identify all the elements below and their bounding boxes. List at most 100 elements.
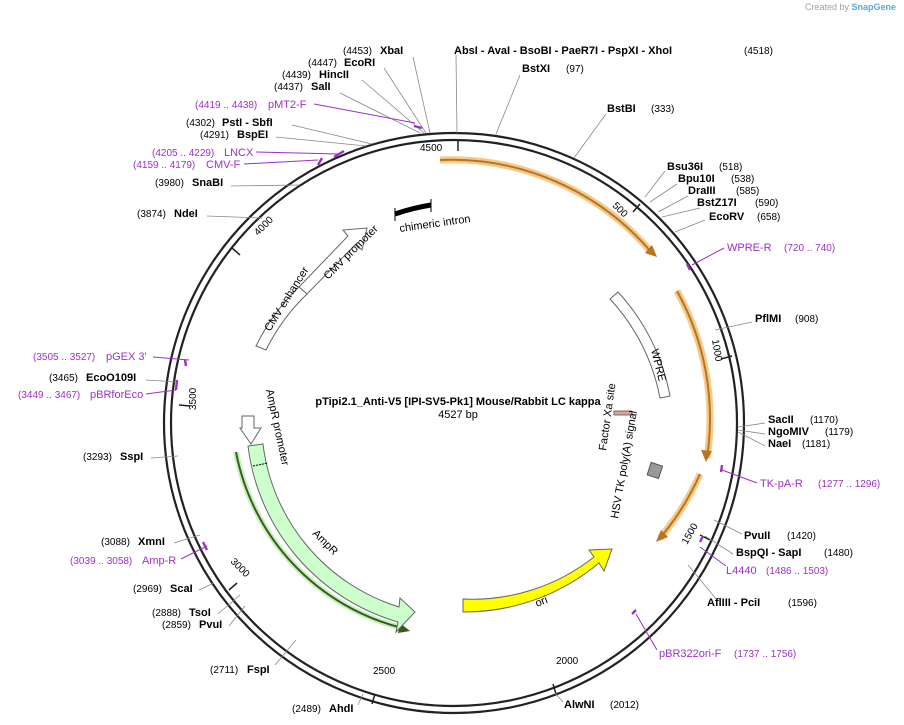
site-name-bstz17i: BstZ17I	[697, 197, 737, 209]
primer-name-pgex3: pGEX 3'	[106, 351, 147, 363]
primer-pos-l4440: (1486 .. 1503)	[766, 566, 828, 577]
backbone-inner	[169, 138, 739, 708]
site-pos-bspei: (4291)	[200, 130, 229, 141]
primer-name-pmt2-f: pMT2-F	[268, 99, 307, 111]
primer-leader-lines	[145, 103, 758, 651]
primer-pos-amp-r: (3039 .. 3058)	[70, 556, 132, 567]
site-name-bspei: BspEI	[237, 129, 268, 141]
primer-pos-pbrforeco: (3449 .. 3467)	[18, 390, 80, 401]
site-pos-draiii: (585)	[736, 186, 759, 197]
site-name-draiii: DraIII	[688, 185, 716, 197]
primer-name-lncx: LNCX	[224, 147, 254, 159]
site-pos-ecoo109i: (3465)	[49, 373, 78, 384]
site-name-bstbi: BstBI	[607, 103, 636, 115]
snapgene-logo: SnapGene	[851, 2, 896, 12]
site-pos-sali: (4437)	[274, 82, 303, 93]
site-pos-sspi: (3293)	[83, 452, 112, 463]
primer-name-l4440: L4440	[726, 565, 757, 577]
site-name-ndei: NdeI	[174, 208, 198, 220]
ampr-arrow	[247, 443, 416, 634]
site-name-bstxi: BstXI	[522, 63, 550, 75]
primer-pos-lncx: (4205 .. 4229)	[152, 148, 214, 159]
primer-pos-wpre-r: (720 .. 740)	[784, 243, 835, 254]
site-name-ahdi: AhdI	[329, 703, 353, 715]
site-name-xhoi-group: AbsI - AvaI - BsoBI - PaeR7I - PspXI - X…	[454, 45, 672, 57]
site-name-sacii: SacII	[768, 414, 794, 426]
site-pos-pvui: (2859)	[162, 620, 191, 631]
site-pos-ecori: (4447)	[308, 58, 337, 69]
site-pos-xbai: (4453)	[343, 46, 372, 57]
site-name-bsu36i: Bsu36I	[667, 161, 703, 173]
feature-label-factor-xa-site: Factor Xa site	[597, 383, 618, 452]
site-name-hincii: HincII	[319, 69, 349, 81]
site-name-pvuii: PvuII	[744, 530, 770, 542]
tick-1000: 1000	[709, 339, 724, 363]
cmv-promoter-arrow	[298, 227, 368, 295]
site-name-naei: NaeI	[768, 438, 791, 450]
primer-pos-pmt2-f: (4419 .. 4438)	[195, 100, 257, 111]
site-name-ecori: EcoRI	[344, 57, 375, 69]
cmv-enhancer-box	[255, 286, 308, 351]
snapgene-brand: Created by SnapGene	[805, 2, 896, 12]
primer-name-wpre-r: WPRE-R	[727, 242, 772, 254]
primer-pos-cmv-f: (4159 .. 4179)	[133, 160, 195, 171]
site-pos-ecorv: (658)	[757, 212, 780, 223]
primer-name-pbrforeco: pBRforEco	[90, 389, 143, 401]
chimeric-intron-bar	[394, 202, 432, 217]
primer-name-pbr322ori-f: pBR322ori-F	[659, 648, 722, 660]
site-pos-bstxi: (97)	[566, 64, 584, 75]
feature-label-chimeric-intron: chimeric intron	[399, 213, 472, 235]
site-pos-bstz17i: (590)	[755, 198, 778, 209]
site-name-tsoi: TsoI	[189, 607, 211, 619]
site-name-psti-sbfi: PstI - SbfI	[222, 117, 273, 129]
site-pos-scai: (2969)	[133, 584, 162, 595]
site-pos-fspi: (2711)	[210, 665, 238, 676]
site-pos-afliii-pcii: (1596)	[788, 598, 817, 609]
site-pos-sacii: (1170)	[810, 415, 838, 426]
created-by-text: Created by	[804, 2, 849, 12]
site-pos-tsoi: (2888)	[152, 608, 181, 619]
feature-label-cmv-enhancer: CMV enhancer	[262, 265, 311, 334]
tick-2000: 2000	[556, 656, 579, 667]
site-name-pflmi: PflMI	[755, 313, 781, 325]
ori-arrow	[462, 548, 613, 613]
orf-arc-1-head	[645, 245, 657, 257]
wpre-box	[609, 291, 671, 399]
site-pos-alwni: (2012)	[610, 700, 639, 711]
site-name-xmni: XmnI	[138, 536, 165, 548]
site-pos-pvuii: (1420)	[787, 531, 816, 542]
site-pos-bspqi-sapi: (1480)	[824, 548, 853, 559]
primer-marks	[174, 124, 724, 615]
site-name-sspi: SspI	[120, 451, 143, 463]
factor-xa-site-mark	[613, 410, 633, 416]
plasmid-name: pTipi2.1_Anti-V5 [IPI-SV5-Pk1] Mouse/Rab…	[315, 396, 601, 408]
site-name-bpu10i: Bpu10I	[678, 173, 715, 185]
site-name-bspqi-sapi: BspQI - SapI	[736, 547, 801, 559]
site-name-ecorv: EcoRV	[709, 211, 745, 223]
site-pos-naei: (1181)	[802, 439, 830, 450]
site-name-pvui: PvuI	[199, 619, 222, 631]
site-name-ngomiv: NgoMIV	[768, 426, 810, 438]
site-pos-bpu10i: (538)	[731, 174, 754, 185]
site-pos-bsu36i: (518)	[719, 162, 742, 173]
site-pos-hincii: (4439)	[282, 70, 311, 81]
primer-pos-tk-pa-r: (1277 .. 1296)	[818, 479, 880, 490]
site-name-fspi: FspI	[247, 664, 270, 676]
orf-arc-2	[676, 290, 711, 459]
site-pos-psti-sbfi: (4302)	[186, 118, 215, 129]
site-leader-lines	[145, 54, 766, 706]
site-pos-ngomiv: (1179)	[825, 427, 853, 438]
tick-marks	[178, 140, 733, 705]
feature-label-ampr-promoter: AmpR promoter	[263, 388, 291, 467]
site-pos-pflmi: (908)	[795, 314, 818, 325]
tick-4500: 4500	[420, 143, 443, 154]
orf-arc-1	[439, 158, 653, 254]
orf-arc-2-halo	[673, 289, 714, 459]
tick-3000: 3000	[228, 556, 252, 580]
hsv-tk-polya-box	[646, 461, 664, 480]
tick-3500: 3500	[188, 387, 199, 410]
feature-label-ampr: AmpR	[310, 528, 340, 558]
tick-1500: 1500	[680, 521, 701, 546]
site-pos-bstbi: (333)	[651, 104, 674, 115]
